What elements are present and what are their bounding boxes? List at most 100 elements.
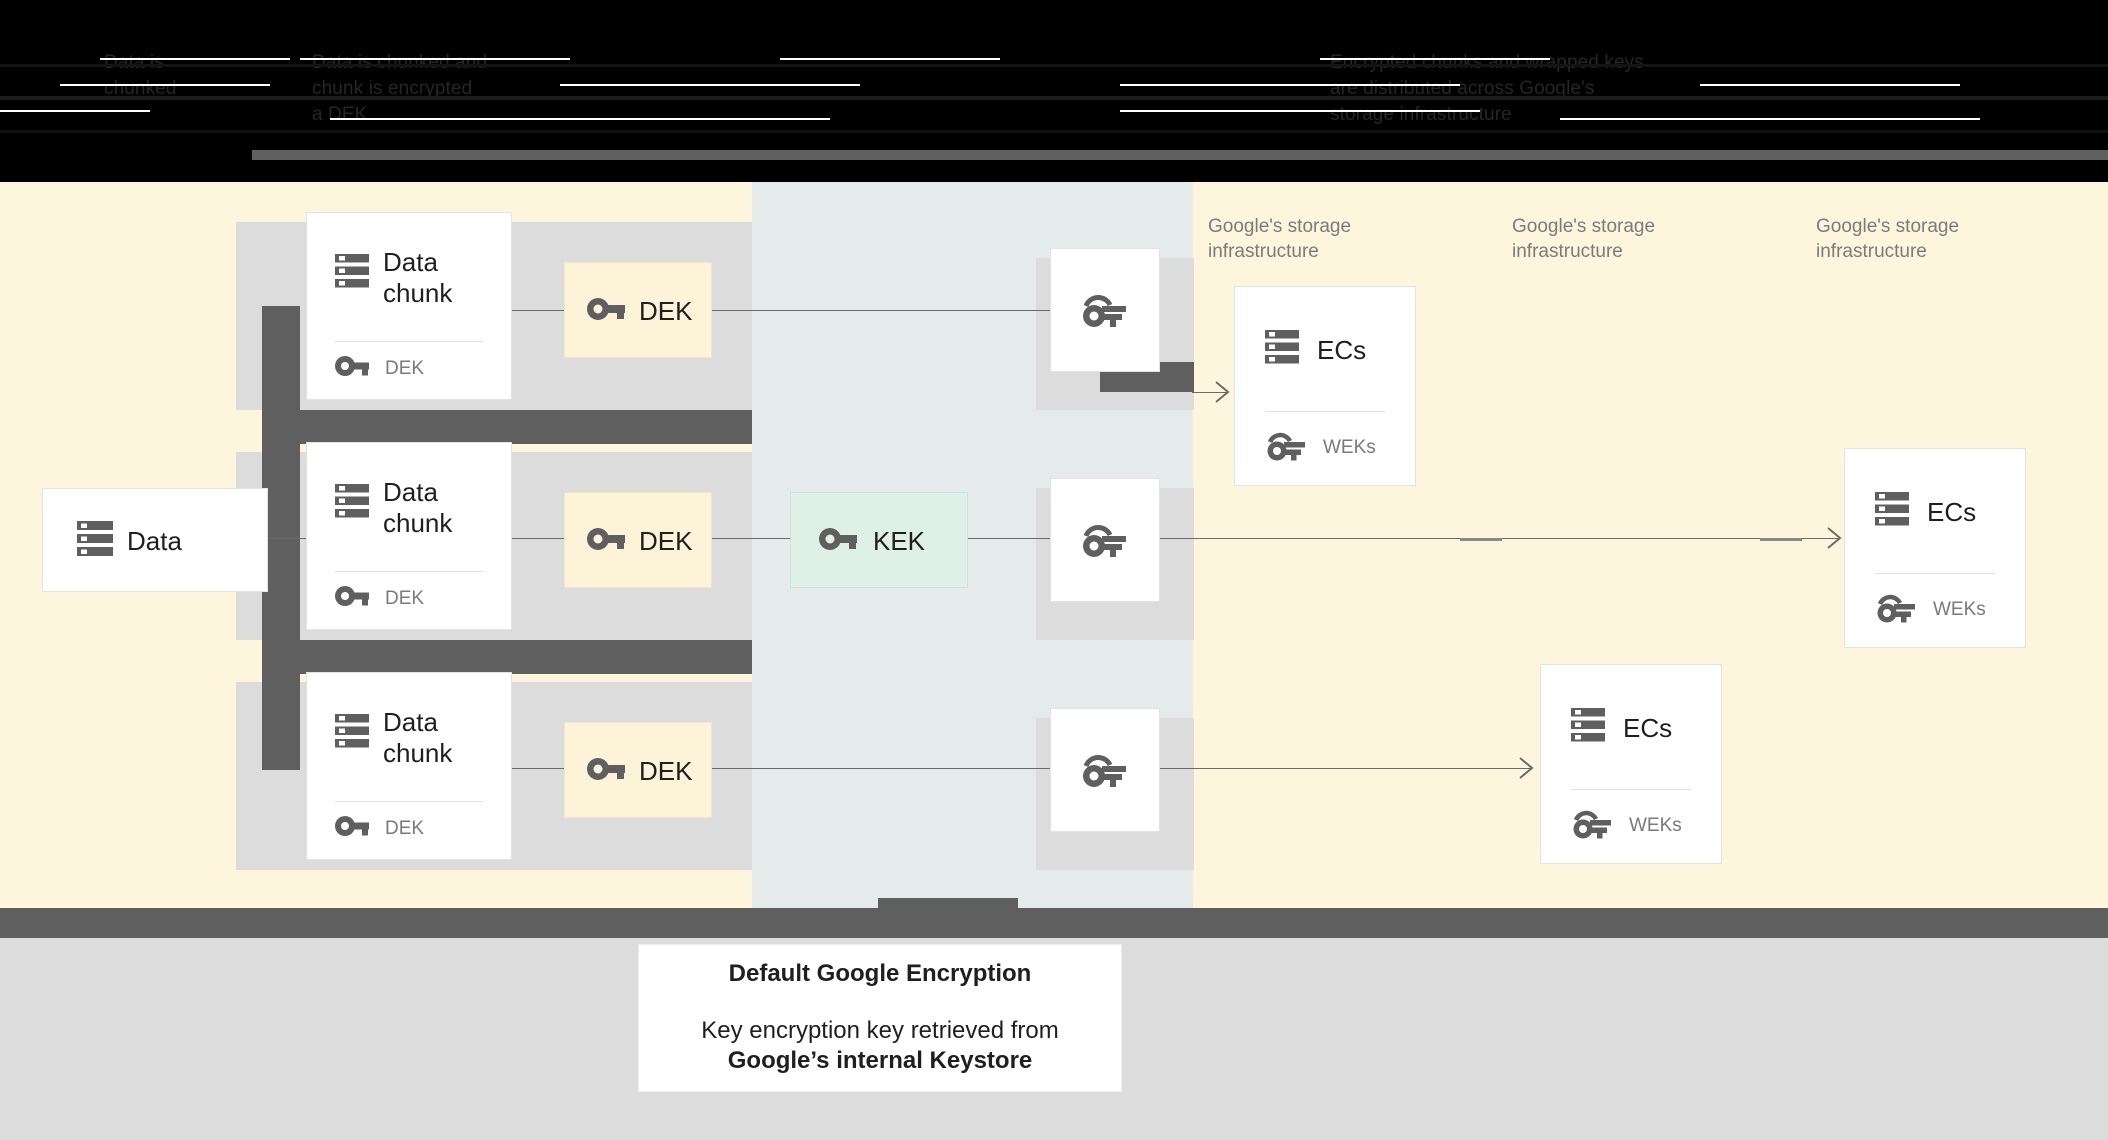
server-icon bbox=[335, 253, 369, 296]
card-dek-label: DEK bbox=[639, 755, 693, 786]
card-ecs-label: ECs bbox=[1317, 335, 1367, 365]
card-dek[interactable]: DEK bbox=[564, 492, 712, 588]
redaction-strip bbox=[560, 84, 860, 86]
card-divider bbox=[335, 341, 483, 342]
caption-line-1: Key encryption key retrieved from bbox=[701, 1017, 1059, 1044]
wire-dek2-to-kek bbox=[712, 538, 790, 539]
redaction-strip bbox=[0, 110, 150, 112]
key-icon bbox=[335, 585, 369, 612]
card-divider bbox=[1875, 573, 1995, 574]
card-chunk-key-label: DEK bbox=[385, 587, 425, 609]
card-ecs-label: ECs bbox=[1623, 713, 1673, 743]
card-wrapped-key[interactable] bbox=[1050, 708, 1160, 832]
redaction-strip bbox=[60, 84, 270, 86]
server-icon bbox=[1571, 707, 1605, 750]
redaction-strip bbox=[1120, 110, 1480, 112]
storage-caption: Google's storage infrastructure bbox=[1208, 216, 1352, 262]
card-data-label: Data bbox=[127, 525, 182, 556]
card-ecs[interactable]: ECs WEKs bbox=[1844, 448, 2026, 648]
arrowhead-icon bbox=[1215, 381, 1230, 403]
header-text-col3 bbox=[770, 50, 1100, 76]
redaction-strip bbox=[1560, 118, 1980, 120]
card-divider bbox=[335, 571, 483, 572]
redaction-strip bbox=[300, 58, 570, 60]
caption-title: Default Google Encryption bbox=[728, 960, 1032, 987]
redaction-strip bbox=[330, 118, 830, 120]
card-ecs[interactable]: ECs WEKs bbox=[1540, 664, 1722, 864]
wire-wkey3-to-ecs2 bbox=[1160, 768, 1532, 769]
header-notch-left bbox=[0, 146, 252, 160]
header-black-top bbox=[0, 0, 2108, 48]
server-icon bbox=[335, 713, 369, 756]
arrowhead-icon bbox=[1519, 757, 1534, 779]
redaction-bar bbox=[0, 64, 2108, 67]
arrowhead-icon bbox=[1827, 527, 1842, 549]
card-ecs-key-label: WEKs bbox=[1933, 598, 1986, 620]
wire-dek3-to-wkey3 bbox=[712, 768, 1050, 769]
server-icon bbox=[335, 483, 369, 526]
server-icon bbox=[1265, 329, 1299, 372]
key-icon bbox=[587, 527, 625, 556]
card-data[interactable]: Data bbox=[42, 488, 268, 592]
wire-kek-to-wkey2 bbox=[968, 538, 1050, 539]
storage-caption: Google's storage infrastructure bbox=[1816, 216, 1960, 262]
card-divider bbox=[1571, 789, 1691, 790]
card-ecs-key-label: WEKs bbox=[1629, 814, 1682, 836]
card-chunk-key-label: DEK bbox=[385, 817, 425, 839]
caption-box: Default Google Encryption Key encryption… bbox=[638, 944, 1122, 1092]
wire-chunk3-to-dek3 bbox=[512, 768, 564, 769]
wire-chunk1-to-dek1 bbox=[512, 310, 564, 311]
redaction-strip bbox=[100, 58, 290, 60]
card-dek[interactable]: DEK bbox=[564, 722, 712, 818]
card-divider bbox=[335, 801, 483, 802]
card-kek[interactable]: KEK bbox=[790, 492, 968, 588]
footer-rail bbox=[0, 908, 2108, 938]
card-wrapped-key[interactable] bbox=[1050, 248, 1160, 372]
redaction-bar bbox=[0, 96, 2108, 100]
card-ecs-label: ECs bbox=[1927, 497, 1977, 527]
key-icon bbox=[587, 757, 625, 786]
key-icon bbox=[587, 297, 625, 326]
key-icon bbox=[819, 527, 857, 556]
redaction-strip bbox=[1120, 84, 1460, 86]
redaction-strip bbox=[1320, 58, 1550, 60]
card-ecs[interactable]: ECs WEKs bbox=[1234, 286, 1416, 486]
card-kek-label: KEK bbox=[873, 525, 926, 556]
wrapped-key-icon bbox=[1875, 591, 1917, 628]
wire-tick bbox=[1760, 538, 1802, 541]
redaction-strip bbox=[780, 58, 1000, 60]
caption-line-2: Google’s internal Keystore bbox=[727, 1047, 1033, 1074]
wire-data-to-chunks bbox=[226, 538, 316, 539]
card-dek[interactable]: DEK bbox=[564, 262, 712, 358]
server-icon bbox=[1875, 491, 1909, 534]
wrapped-key-icon bbox=[1571, 807, 1613, 844]
server-icon bbox=[77, 519, 113, 564]
wrapped-key-icon bbox=[1265, 429, 1307, 466]
redaction-bar bbox=[0, 130, 2108, 133]
card-dek-label: DEK bbox=[639, 295, 693, 326]
key-icon bbox=[335, 355, 369, 382]
header-rail-right bbox=[252, 150, 2108, 160]
wrapped-key-icon bbox=[1080, 520, 1130, 563]
wrapped-key-icon bbox=[1080, 750, 1130, 793]
storage-caption: Google's storage infrastructure bbox=[1512, 216, 1656, 262]
rail-horizontal-1 bbox=[262, 410, 752, 444]
card-wrapped-key[interactable] bbox=[1050, 478, 1160, 602]
wire-dek1-to-wkey1 bbox=[712, 310, 1050, 311]
rail-horizontal-2 bbox=[262, 640, 752, 674]
wire-chunk2-to-dek2 bbox=[512, 538, 564, 539]
card-divider bbox=[1265, 411, 1385, 412]
card-chunk-key-label: DEK bbox=[385, 357, 425, 379]
wire-tick bbox=[1460, 538, 1502, 541]
